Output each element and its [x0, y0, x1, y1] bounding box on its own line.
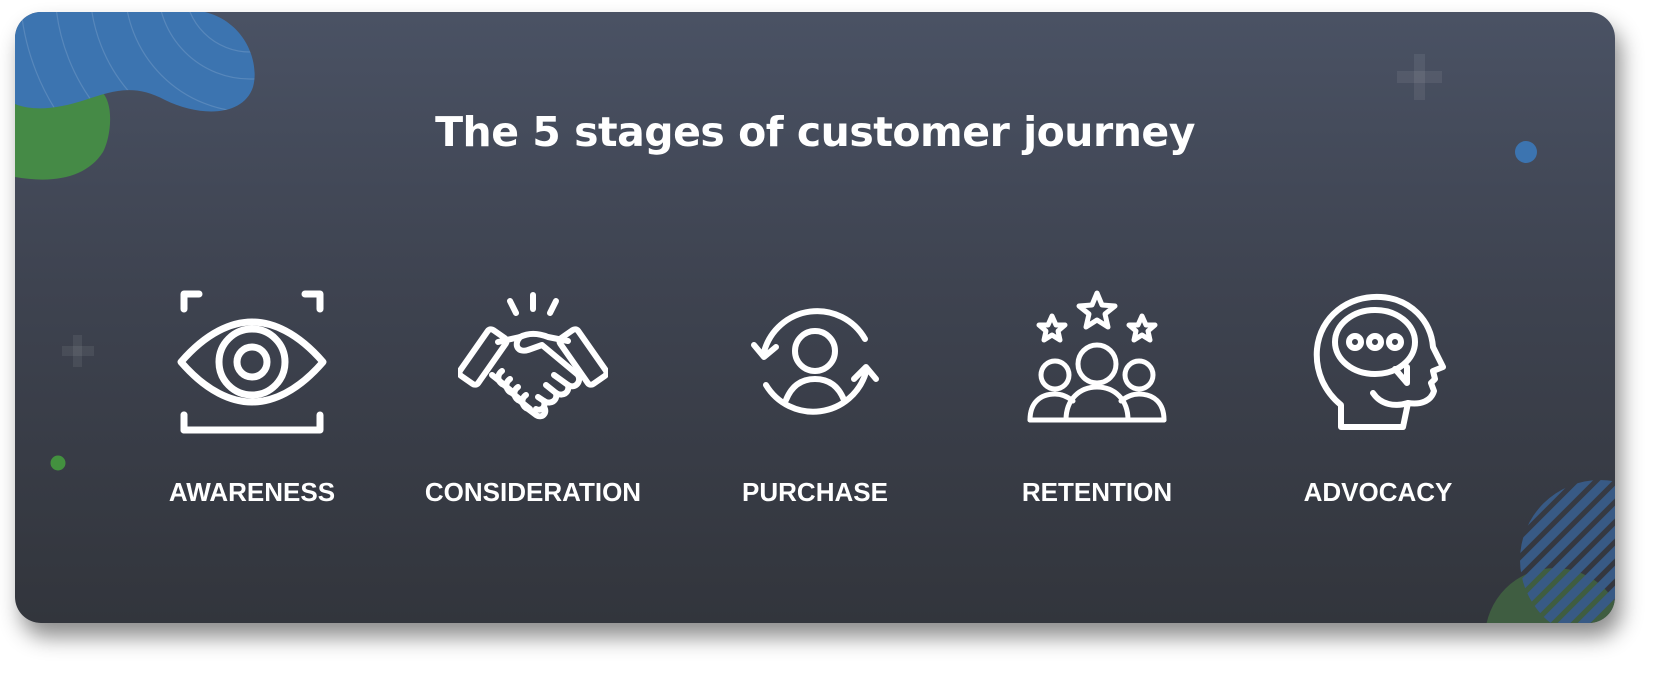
- stage-label: ADVOCACY: [1303, 477, 1453, 507]
- green-blob-shape: [15, 87, 111, 180]
- stage-awareness: AWARENESS: [132, 287, 372, 508]
- stage-consideration: CONSIDERATION: [413, 287, 653, 508]
- stage-retention: RETENTION: [977, 287, 1217, 508]
- stage-label: CONSIDERATION: [424, 477, 642, 507]
- background-decoration: [15, 12, 1615, 623]
- stage-label: AWARENESS: [168, 477, 336, 507]
- stage-label: RETENTION: [1021, 477, 1173, 507]
- stage-advocacy: ADVOCACY: [1258, 287, 1498, 508]
- blue-dot: [1515, 141, 1537, 163]
- head-speech-icon: [1313, 293, 1446, 430]
- plus-icon: [1397, 54, 1442, 100]
- green-dot: [50, 455, 66, 471]
- handshake-icon: [458, 292, 608, 420]
- user-cycle-icon: [751, 308, 879, 415]
- infographic-card: The 5 stages of customer journey AWARENE…: [15, 12, 1615, 623]
- page-title: The 5 stages of customer journey: [435, 108, 1195, 156]
- group-stars-icon: [1027, 290, 1167, 423]
- stage-label: PURCHASE: [742, 477, 888, 507]
- eye-icon: [177, 290, 327, 434]
- blue-blob-shape: [15, 12, 255, 112]
- stage-purchase: PURCHASE: [695, 287, 935, 508]
- plus-icon: [62, 335, 94, 367]
